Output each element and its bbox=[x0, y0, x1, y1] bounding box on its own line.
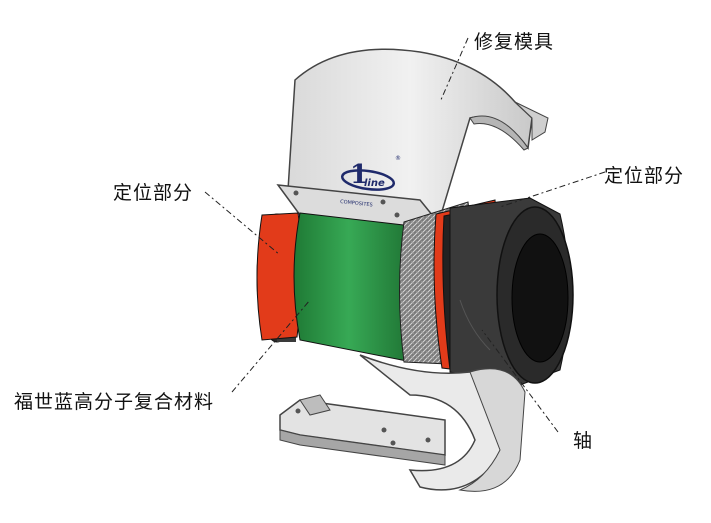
leader-lines bbox=[204, 37, 606, 433]
logo-subtitle: COMPOSITES bbox=[340, 199, 373, 208]
leader-repair-mold bbox=[439, 37, 469, 103]
label-repair-mold: 修复模具 bbox=[474, 31, 555, 53]
label-positioning-left: 定位部分 bbox=[113, 182, 194, 204]
leader-positioning-left bbox=[204, 191, 281, 256]
logo-mark: 1 bbox=[350, 160, 368, 190]
lower-mold bbox=[279, 354, 526, 492]
brand-logo: 1 line COMPOSITES ® bbox=[340, 155, 401, 208]
leader-positioning-right bbox=[499, 171, 606, 208]
leader-composite bbox=[231, 299, 311, 393]
label-positioning-right: 定位部分 bbox=[604, 165, 685, 187]
shaft-assembly bbox=[256, 197, 574, 386]
logo-word: line bbox=[364, 178, 385, 189]
label-shaft: 轴 bbox=[573, 430, 594, 452]
label-composite-material: 福世蓝高分子复合材料 bbox=[14, 391, 215, 413]
logo-reg: ® bbox=[395, 155, 401, 162]
